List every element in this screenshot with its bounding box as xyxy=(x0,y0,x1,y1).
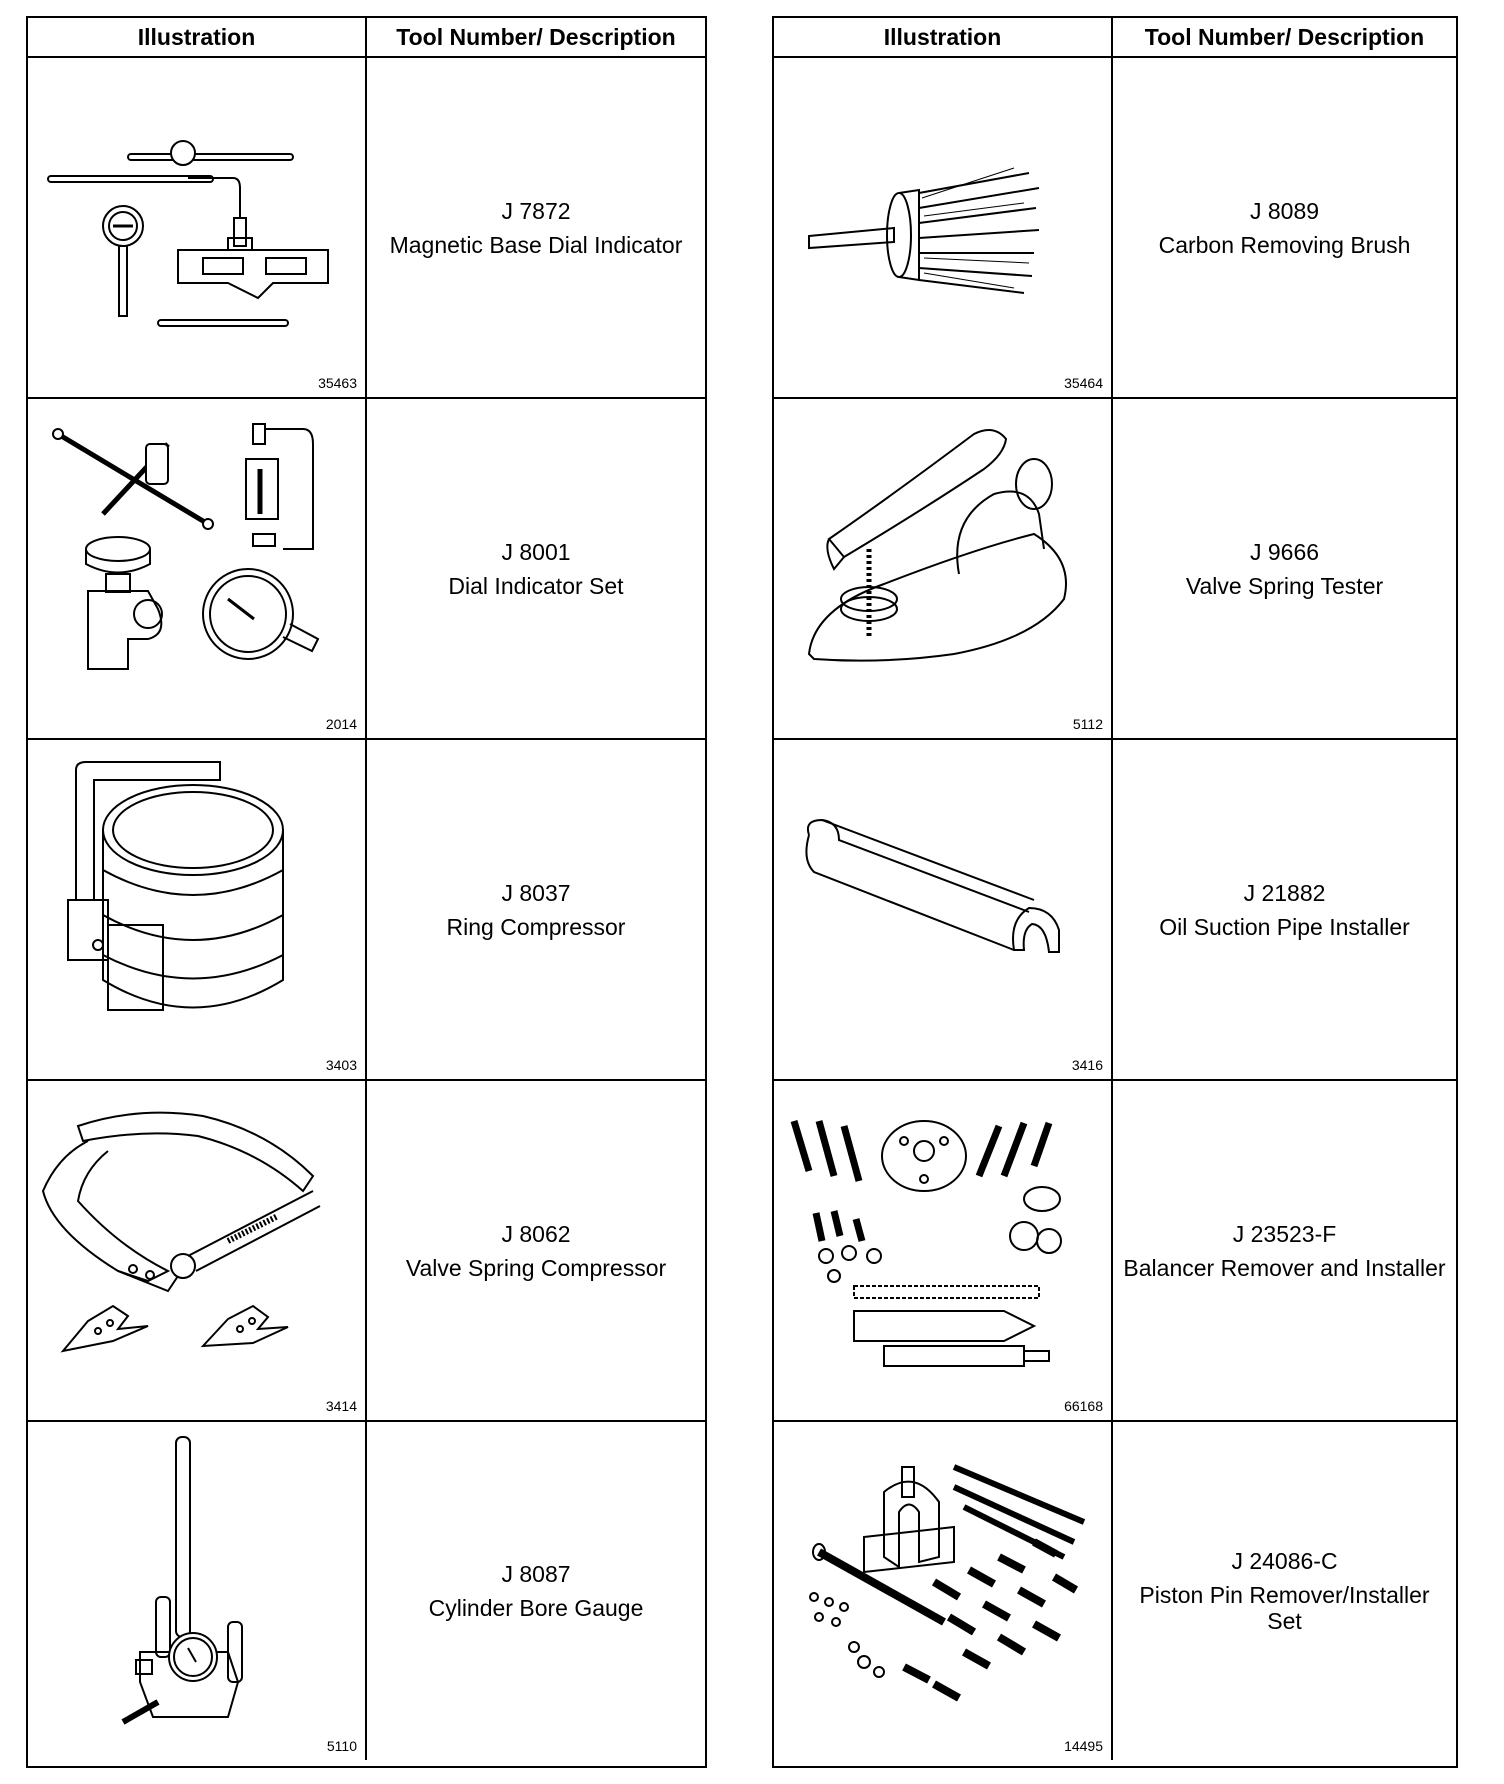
table-row: 35464 J 8089 Carbon Removing Brush xyxy=(774,58,1456,399)
illustration-cell: 35463 xyxy=(28,58,367,397)
table-row: 3416 J 21882 Oil Suction Pipe Installer xyxy=(774,740,1456,1081)
table-header: Illustration Tool Number/ Description xyxy=(28,18,705,58)
illustration-cell: 3403 xyxy=(28,740,367,1079)
tool-description-cell: J 8089 Carbon Removing Brush xyxy=(1113,58,1456,397)
tool-description-cell: J 8062 Valve Spring Compressor xyxy=(367,1081,705,1420)
magnetic-base-dial-indicator-icon xyxy=(28,58,365,397)
table-row: 66168 J 23523-F Balancer Remover and Ins… xyxy=(774,1081,1456,1422)
tool-description-cell: J 8037 Ring Compressor xyxy=(367,740,705,1079)
figure-number: 35463 xyxy=(318,375,357,391)
tool-description: Piston Pin Remover/Installer Set xyxy=(1139,1582,1430,1634)
illustration-header: Illustration xyxy=(28,18,367,56)
table-row: 3414 J 8062 Valve Spring Compressor xyxy=(28,1081,705,1422)
illustration-header: Illustration xyxy=(774,18,1113,56)
tool-description: Cylinder Bore Gauge xyxy=(428,1595,644,1621)
tool-description-cell: J 9666 Valve Spring Tester xyxy=(1113,399,1456,738)
valve-spring-compressor-icon xyxy=(28,1081,365,1420)
figure-number: 14495 xyxy=(1064,1738,1103,1754)
table-row: 2014 J 8001 Dial Indicator Set xyxy=(28,399,705,740)
tool-description: Balancer Remover and Installer xyxy=(1123,1254,1446,1281)
figure-number: 5112 xyxy=(1072,716,1103,732)
table-row: 35463 J 7872 Magnetic Base Dial Indicato… xyxy=(28,58,705,399)
tool-description: Valve Spring Compressor xyxy=(405,1254,667,1281)
figure-number: 66168 xyxy=(1064,1398,1103,1414)
tool-number: J 21882 xyxy=(1243,879,1326,906)
tool-number: J 24086-C xyxy=(1231,1548,1338,1574)
illustration-cell: 3414 xyxy=(28,1081,367,1420)
carbon-removing-brush-icon xyxy=(774,58,1111,397)
illustration-cell: 35464 xyxy=(774,58,1113,397)
table-row: 5112 J 9666 Valve Spring Tester xyxy=(774,399,1456,740)
illustration-cell: 14495 xyxy=(774,1422,1113,1760)
tool-description: Ring Compressor xyxy=(446,913,626,940)
piston-pin-remover-installer-icon xyxy=(774,1422,1111,1761)
tool-description-cell: J 8001 Dial Indicator Set xyxy=(367,399,705,738)
figure-number: 5110 xyxy=(326,1738,357,1754)
tool-description: Magnetic Base Dial Indicator xyxy=(389,231,683,258)
dial-indicator-set-icon xyxy=(28,399,365,738)
tool-number: J 8087 xyxy=(501,1561,571,1587)
illustration-cell: 66168 xyxy=(774,1081,1113,1420)
figure-number: 2014 xyxy=(325,716,357,732)
tool-description-cell: J 23523-F Balancer Remover and Installer xyxy=(1113,1081,1456,1420)
tool-description-cell: J 7872 Magnetic Base Dial Indicator xyxy=(367,58,705,397)
tool-description: Dial Indicator Set xyxy=(448,572,624,599)
table-row: 14495 J 24086-C Piston Pin Remover/Insta… xyxy=(774,1422,1456,1760)
tool-description: Valve Spring Tester xyxy=(1185,572,1384,599)
tool-number: J 8037 xyxy=(501,879,571,906)
tool-description-cell: J 21882 Oil Suction Pipe Installer xyxy=(1113,740,1456,1079)
oil-suction-pipe-installer-icon xyxy=(774,740,1111,1079)
left-tool-table: Illustration Tool Number/ Description xyxy=(26,16,707,1768)
figure-number: 3414 xyxy=(325,1398,357,1414)
tool-description-cell: J 24086-C Piston Pin Remover/Installer S… xyxy=(1113,1422,1456,1760)
ring-compressor-icon xyxy=(28,740,365,1079)
figure-number: 3403 xyxy=(325,1057,357,1073)
tool-number: J 8001 xyxy=(501,538,571,565)
figure-number: 3416 xyxy=(1071,1057,1103,1073)
right-tool-table: Illustration Tool Number/ Description 35… xyxy=(772,16,1458,1768)
tool-number: J 8089 xyxy=(1249,197,1320,224)
cylinder-bore-gauge-icon xyxy=(28,1422,365,1761)
tool-description: Carbon Removing Brush xyxy=(1158,231,1411,258)
tool-header: Tool Number/ Description xyxy=(1144,23,1425,50)
balancer-remover-installer-icon xyxy=(774,1081,1111,1420)
illustration-cell: 3416 xyxy=(774,740,1113,1079)
table-header: Illustration Tool Number/ Description xyxy=(774,18,1456,58)
valve-spring-tester-icon xyxy=(774,399,1111,738)
tool-description: Oil Suction Pipe Installer xyxy=(1159,913,1410,940)
illustration-cell: 2014 xyxy=(28,399,367,738)
table-row: 5110 J 8087 Cylinder Bore Gauge xyxy=(28,1422,705,1760)
tool-number: J 23523-F xyxy=(1232,1220,1337,1247)
table-row: 3403 J 8037 Ring Compressor xyxy=(28,740,705,1081)
figure-number: 35464 xyxy=(1064,375,1103,391)
illustration-cell: 5110 xyxy=(28,1422,367,1760)
tool-number: J 8062 xyxy=(501,1220,571,1247)
tool-number: J 7872 xyxy=(501,197,571,224)
illustration-cell: 5112 xyxy=(774,399,1113,738)
tool-number: J 9666 xyxy=(1249,538,1320,565)
tool-description-cell: J 8087 Cylinder Bore Gauge xyxy=(367,1422,705,1760)
tool-header: Tool Number/ Description xyxy=(396,23,676,50)
